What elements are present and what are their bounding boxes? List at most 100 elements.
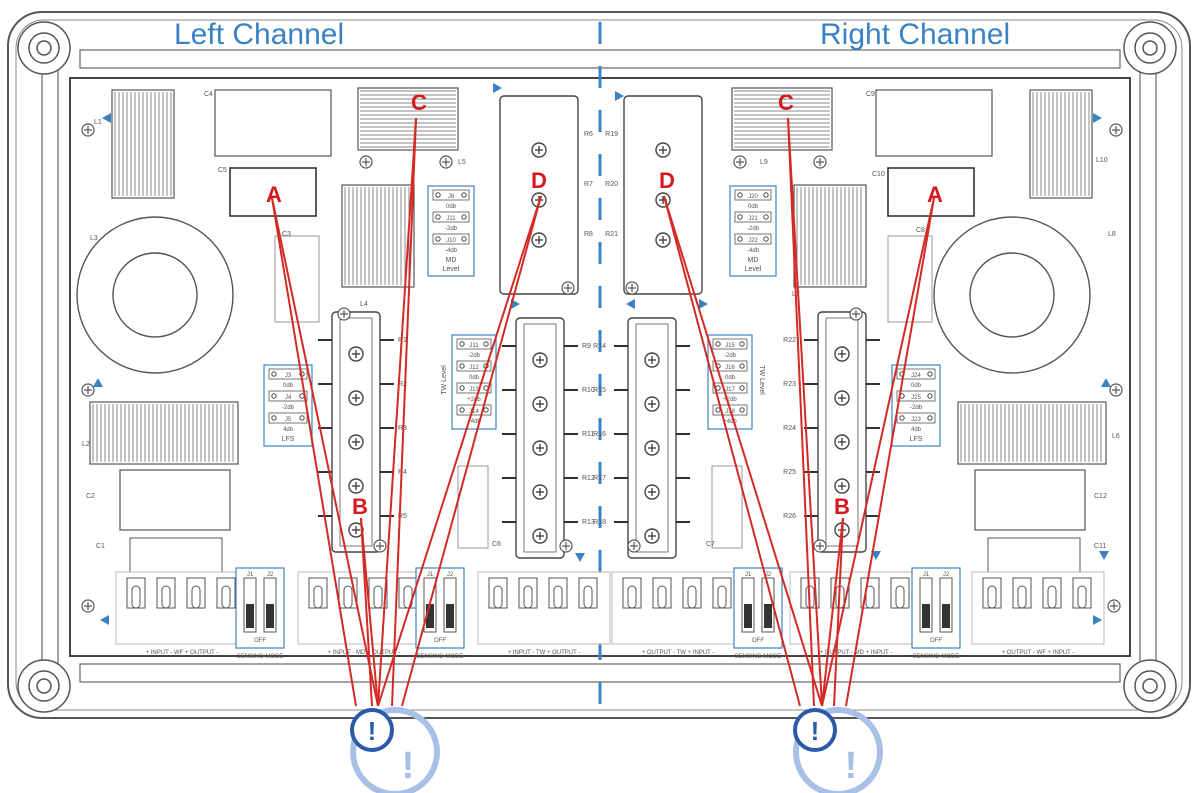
terminal-slot <box>191 585 201 609</box>
component-ref: C1 <box>96 543 105 550</box>
resistor-ref: R25 <box>783 469 796 476</box>
jumper-ref: J15 <box>725 343 735 349</box>
tw-level-caption-right: TW Level <box>758 365 765 395</box>
air-core-core <box>112 252 198 338</box>
jumper-ref: J5 <box>285 417 292 423</box>
component-ref: C12 <box>1094 493 1107 500</box>
switch-knob <box>942 604 950 628</box>
resistor-screw <box>531 142 547 158</box>
terminal-slot <box>895 585 905 609</box>
switch-ref: J2 <box>943 572 950 578</box>
callout-line <box>787 117 815 707</box>
resistor-ref: R20 <box>605 181 618 188</box>
warning-badge-left: ! ! <box>350 707 440 793</box>
level-option: -2db <box>910 405 923 411</box>
jumper-ref: J17 <box>725 387 735 393</box>
jumper-header <box>432 233 470 245</box>
resistor-screw <box>348 346 364 362</box>
screw <box>439 155 453 169</box>
callout-line <box>377 117 417 707</box>
jumper-pin <box>737 214 743 220</box>
jumper-pin <box>715 341 721 347</box>
jumper-pin <box>459 385 465 391</box>
component-ref: C10 <box>872 171 885 178</box>
jumper-header <box>734 233 772 245</box>
resistor-screw <box>531 232 547 248</box>
switch-knob <box>246 604 254 628</box>
jumper-ref: J11 <box>446 216 456 222</box>
switch-ref: J2 <box>267 572 274 578</box>
component-ref: L9 <box>760 159 768 166</box>
jumper-header <box>456 360 492 372</box>
resistor-ref: R14 <box>593 343 606 350</box>
callout-d-right: D <box>659 168 675 193</box>
mount-screw <box>81 123 95 137</box>
jumper-pin <box>739 385 745 391</box>
callout-line <box>377 195 542 707</box>
switch-ref: J2 <box>447 572 454 578</box>
mount-arrow <box>699 299 708 309</box>
inductor-l7 <box>793 184 867 288</box>
component-ref: L1 <box>94 119 102 126</box>
terminal-slot <box>553 585 563 609</box>
jumper-pin <box>461 236 467 242</box>
air-core-core <box>969 252 1055 338</box>
component-ref: C8 <box>916 227 925 234</box>
jumper-header <box>268 412 308 424</box>
capacitor-c7 <box>711 465 743 549</box>
left-channel-title: Left Channel <box>174 18 344 51</box>
sensing-switch-block <box>911 567 961 649</box>
screw <box>1109 383 1123 397</box>
jumper-pin <box>459 363 465 369</box>
heatsink-l5 <box>357 87 459 151</box>
callout-line <box>271 197 357 707</box>
callout-a-right: A <box>927 182 943 207</box>
terminal-slot <box>865 585 875 609</box>
jumper-header <box>712 360 748 372</box>
switch-knob <box>764 604 772 628</box>
fin-block-outline <box>957 401 1107 465</box>
jumper-pin <box>271 415 277 421</box>
level-option: 0db <box>911 383 922 389</box>
callout-line <box>833 517 844 707</box>
component-ref: L3 <box>90 235 98 242</box>
switch-knob <box>922 604 930 628</box>
resistor-ref: R9 <box>582 343 591 350</box>
jumper-header <box>432 189 470 201</box>
resistor-screw <box>834 434 850 450</box>
screw <box>1107 599 1121 613</box>
switch-ref: J1 <box>923 572 930 578</box>
switch-knob <box>266 604 274 628</box>
callout-line <box>271 197 379 707</box>
component-ref: L6 <box>1112 433 1120 440</box>
jumper-ref: J23 <box>911 417 921 423</box>
jumper-pin <box>483 341 489 347</box>
jumper-ref: J14 <box>469 409 479 415</box>
terminal-slot <box>687 585 697 609</box>
resistor-ref: R26 <box>783 513 796 520</box>
inductor-l4 <box>341 184 415 288</box>
level-option: 0db <box>446 204 457 210</box>
jumper-pin <box>927 371 933 377</box>
mount-arrow <box>575 553 585 562</box>
jumper-header <box>734 211 772 223</box>
resistor-ref: R24 <box>783 425 796 432</box>
level-option: -4db <box>445 248 458 254</box>
level-option: -4db <box>747 248 760 254</box>
warning-icon-shadow: ! <box>402 745 415 787</box>
terminal-slot <box>1077 585 1087 609</box>
resistor-screw <box>834 390 850 406</box>
screw <box>337 307 351 321</box>
callout-line <box>787 117 823 707</box>
jumper-pin <box>739 341 745 347</box>
terminal-slot <box>657 585 667 609</box>
jumper-header <box>268 368 308 380</box>
terminal-slot <box>523 585 533 609</box>
resistor-ref: R23 <box>783 381 796 388</box>
level-caption: MD <box>748 257 759 264</box>
